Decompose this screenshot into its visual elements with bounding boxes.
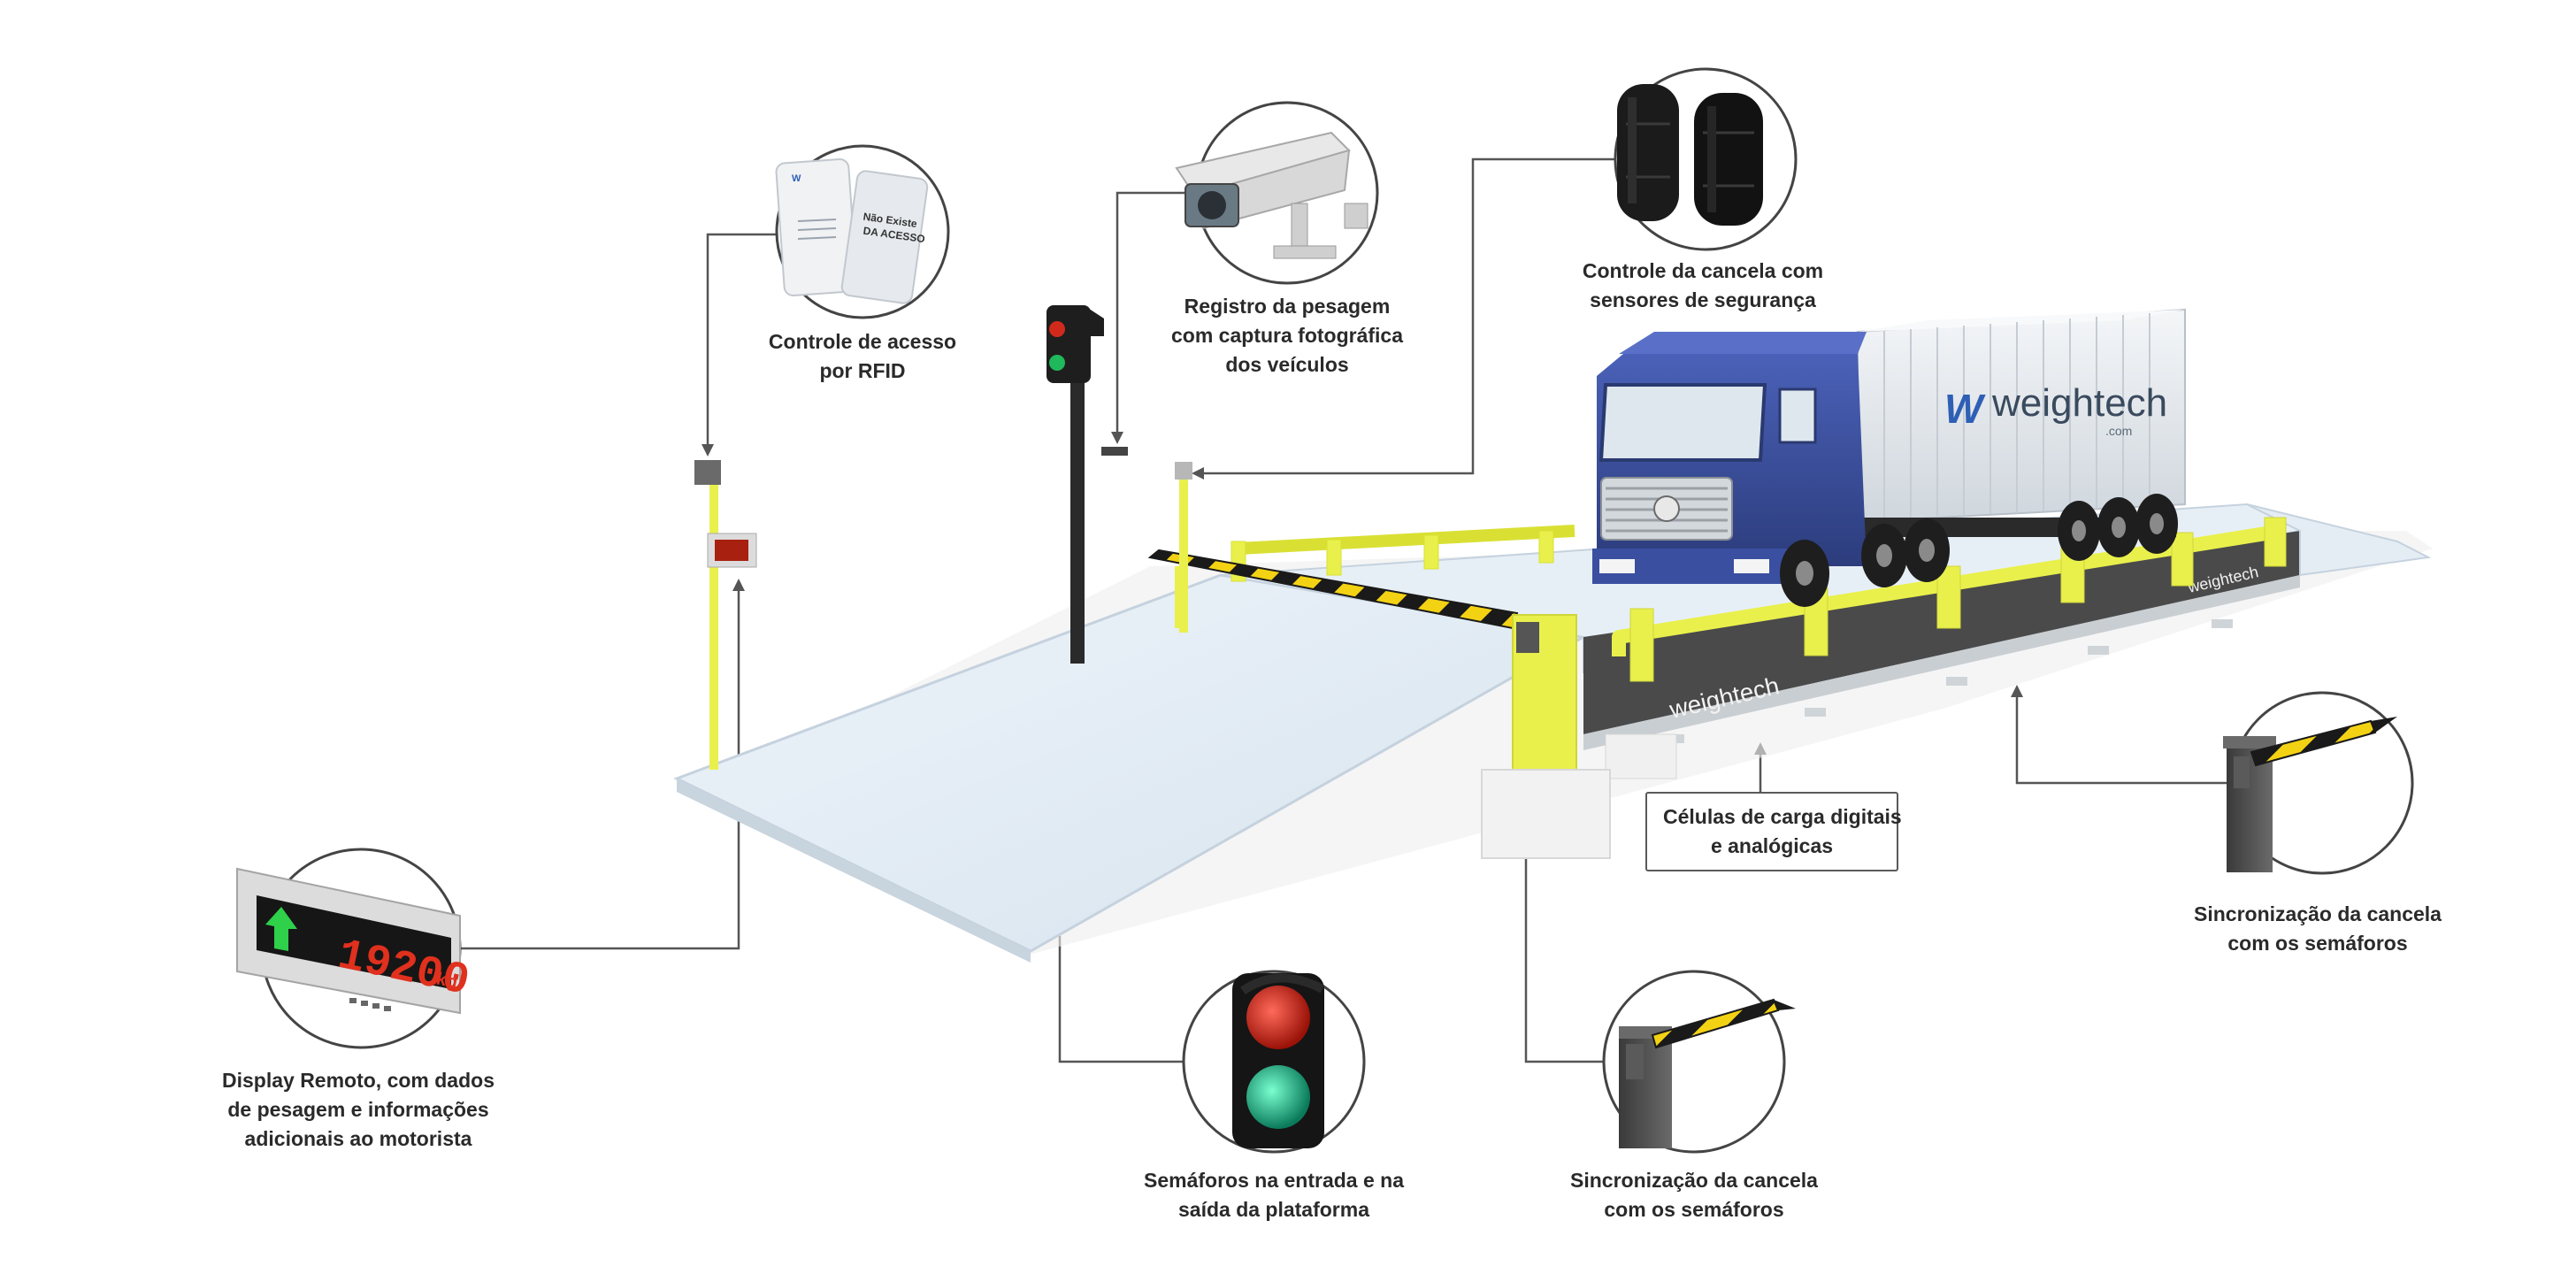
label-display-line-3: adicionais ao motorista bbox=[244, 1127, 472, 1150]
light-housing bbox=[1046, 305, 1091, 383]
container-logo-sub: .com bbox=[2105, 424, 2132, 438]
security-camera-icon bbox=[1175, 131, 1368, 259]
container-top bbox=[1858, 310, 2185, 332]
inset-barrier-right bbox=[2223, 691, 2414, 875]
display-unit: kg bbox=[434, 970, 459, 994]
arrowhead-barrier-right bbox=[2011, 685, 2023, 697]
leader-traffic-lights bbox=[1058, 936, 1185, 1063]
barrier-base bbox=[1481, 769, 1611, 859]
inset-rfid: W Não Existe DA ACESSO bbox=[775, 144, 950, 319]
container-logo-mark: W bbox=[1944, 386, 1986, 432]
arrowhead-camera bbox=[1111, 432, 1123, 444]
label-camera-line-2: com captura fotográfica bbox=[1171, 324, 1403, 347]
exit-ramp bbox=[2246, 503, 2432, 577]
truck: W weightech .com bbox=[1592, 308, 2186, 607]
barrier-arm bbox=[1147, 549, 1519, 630]
inset-display: 19200 kg bbox=[236, 848, 473, 1049]
label-barrier-right-line-2: com os semáforos bbox=[2227, 932, 2408, 955]
led-display-icon: 19200 kg bbox=[236, 867, 473, 1015]
display-post bbox=[694, 460, 757, 770]
inset-camera bbox=[1175, 101, 1379, 285]
label-rfid-line-2: por RFID bbox=[819, 359, 906, 382]
light-green bbox=[1049, 355, 1065, 371]
leader-sensors bbox=[1199, 157, 1628, 475]
leader-display bbox=[460, 584, 740, 950]
container-logo-text: weightech bbox=[1991, 381, 2167, 425]
label-traffic-lights-line-1: Semáforos na entrada e na bbox=[1144, 1169, 1404, 1192]
entry-ramp-edge bbox=[677, 779, 1031, 963]
wheel-hubs bbox=[1796, 513, 2164, 586]
safety-sensor-icon bbox=[1617, 84, 1763, 226]
leader-camera bbox=[1116, 191, 1190, 438]
arrowhead-sensors bbox=[1192, 467, 1204, 480]
arrowhead-display bbox=[732, 579, 745, 591]
inset-sensors bbox=[1614, 67, 1798, 251]
svg-text:W: W bbox=[792, 173, 801, 184]
light-red bbox=[1049, 321, 1065, 337]
label-display-line-2: de pesagem e informações bbox=[227, 1098, 489, 1121]
inset-barrier-front bbox=[1602, 970, 1796, 1154]
label-display-line-1: Display Remoto, com dados bbox=[221, 1069, 494, 1092]
display-pole bbox=[709, 478, 718, 770]
guard-rail-front bbox=[1605, 517, 2287, 779]
traffic-light-icon bbox=[1232, 973, 1325, 1148]
inset-traffic-lights bbox=[1182, 970, 1366, 1154]
label-load-cells-line-1: Células de carga digitais bbox=[1663, 805, 1902, 828]
pole bbox=[1070, 354, 1085, 664]
leader-barrier-right bbox=[2015, 690, 2234, 785]
label-rfid: Controle de acesso por RFID bbox=[761, 327, 964, 386]
headlight-left bbox=[1599, 559, 1635, 573]
label-camera-line-3: dos veículos bbox=[1225, 353, 1349, 376]
container-ribs bbox=[1883, 313, 2150, 520]
barrier-gate-icon bbox=[2223, 717, 2397, 872]
label-camera: Registro da pesagem com captura fotográf… bbox=[1154, 292, 1420, 380]
label-sensors: Controle da cancela com sensores de segu… bbox=[1566, 257, 1840, 315]
label-sensors-line-2: sensores de segurança bbox=[1590, 288, 1816, 311]
side-window bbox=[1778, 388, 1817, 444]
leader-rfid bbox=[706, 233, 778, 449]
rfid-card-icon: W Não Existe DA ACESSO bbox=[775, 157, 929, 304]
light-visor bbox=[1084, 305, 1104, 336]
container-logo: W weightech .com bbox=[1944, 381, 2167, 438]
barrier-gate-icon bbox=[1619, 998, 1796, 1148]
entry-barrier bbox=[1147, 549, 1611, 859]
scale-deck-front bbox=[1583, 531, 2300, 734]
rfid-reader bbox=[694, 460, 721, 485]
safety-sensor-post bbox=[1175, 462, 1192, 633]
label-load-cells: Células de carga digitais e analógicas bbox=[1645, 792, 1902, 871]
label-display: Display Remoto, com dados de pesagem e i… bbox=[195, 1066, 522, 1154]
label-load-cells-line-2: e analógicas bbox=[1710, 834, 1834, 857]
label-traffic-lights: Semáforos na entrada e na saída da plata… bbox=[1132, 1166, 1415, 1224]
windshield bbox=[1598, 383, 1767, 462]
label-barrier-front-line-2: com os semáforos bbox=[1604, 1198, 1784, 1221]
star-emblem bbox=[1653, 495, 1680, 522]
camera-mount bbox=[1101, 447, 1128, 456]
headlight-right bbox=[1734, 559, 1769, 573]
label-traffic-lights-line-2: saída da plataforma bbox=[1177, 1198, 1370, 1221]
cab-roof bbox=[1619, 332, 1867, 354]
scale-deck-trim bbox=[1583, 575, 2300, 750]
arrowhead-rfid bbox=[702, 444, 714, 457]
label-barrier-right: Sincronização da cancela com os semáforo… bbox=[2181, 900, 2455, 958]
label-barrier-right-line-1: Sincronização da cancela bbox=[2194, 902, 2442, 925]
label-camera-line-1: Registro da pesagem bbox=[1184, 295, 1391, 318]
label-sensors-line-1: Controle da cancela com bbox=[1582, 259, 1824, 282]
traffic-light-pole bbox=[1046, 305, 1128, 664]
mini-display-screen bbox=[715, 540, 748, 561]
label-rfid-line-1: Controle de acesso bbox=[768, 330, 957, 353]
barrier-cabinet-face bbox=[1516, 622, 1539, 653]
label-barrier-front: Sincronização da cancela com os semáforo… bbox=[1557, 1166, 1831, 1224]
green-arrow bbox=[265, 907, 297, 951]
label-barrier-front-line-1: Sincronização da cancela bbox=[1570, 1169, 1818, 1192]
